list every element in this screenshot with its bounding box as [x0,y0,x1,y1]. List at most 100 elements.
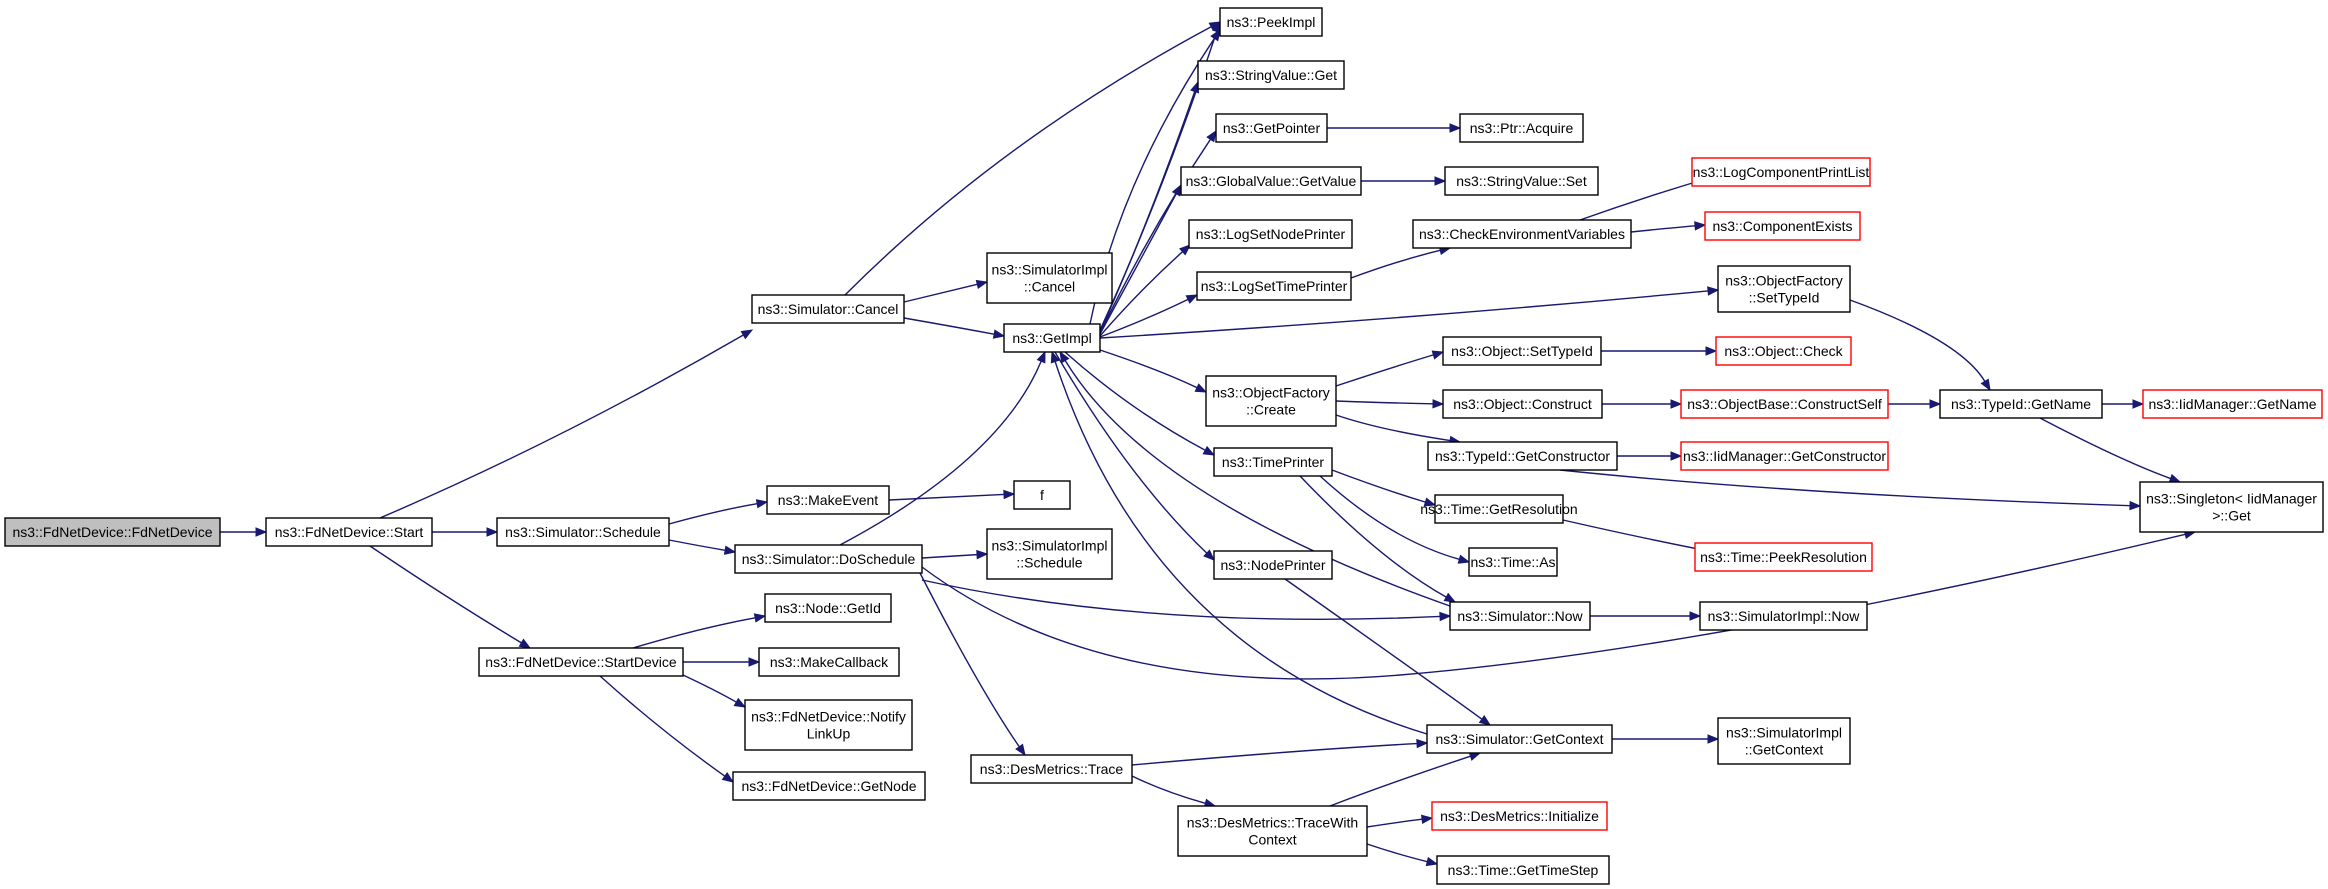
node-box [1717,265,1851,313]
node-label: ns3::Object::SetTypeId [1451,343,1593,359]
node-implnow[interactable]: ns3::SimulatorImpl::Now [1699,601,1868,631]
node-getnode[interactable]: ns3::FdNetDevice::GetNode [732,771,926,801]
node-box [1177,805,1368,857]
node-simnow[interactable]: ns3::Simulator::Now [1449,601,1591,631]
node-gettimestep[interactable]: ns3::Time::GetTimeStep [1436,855,1610,885]
node-getimpl[interactable]: ns3::GetImpl [1003,323,1101,353]
node-objbaseconst[interactable]: ns3::ObjectBase::ConstructSelf [1680,389,1889,419]
node-fdctor[interactable]: ns3::FdNetDevice::FdNetDevice [4,517,221,547]
node-logprint[interactable]: ns3::LogComponentPrintList [1691,157,1871,187]
edge-logtime-to-checkenv [1350,245,1452,279]
node-label: ns3::Simulator::Now [1457,608,1583,624]
edge-ofsettype-to-typegetname [1849,299,1991,392]
node-ptracq[interactable]: ns3::Ptr::Acquire [1459,113,1584,143]
node-box [744,699,913,751]
node-label: ns3::ObjectFactory [1725,273,1843,289]
node-box [1449,601,1591,631]
edge-simgetctx-to-implgetctx [1612,734,1720,744]
edge-getimpl-to-ofcreate [1099,349,1208,393]
node-gvget[interactable]: ns3::GlobalValue::GetValue [1180,166,1362,196]
node-lognode[interactable]: ns3::LogSetNodePrinter [1188,219,1353,249]
node-timegetres[interactable]: ns3::Time::GetResolution [1420,494,1578,524]
node-peekimpl[interactable]: ns3::PeekImpl [1219,7,1323,37]
node-label: ns3::IidManager::GetConstructor [1683,448,1886,464]
node-strset[interactable]: ns3::StringValue::Set [1444,166,1599,196]
node-label: ns3::NodePrinter [1220,557,1325,573]
edge-ofcreate-to-objconstruct [1335,399,1445,409]
node-startdev[interactable]: ns3::FdNetDevice::StartDevice [478,647,684,677]
node-implsched[interactable]: ns3::SimulatorImpl::Schedule [986,528,1113,580]
node-implcancel[interactable]: ns3::SimulatorImpl::Cancel [986,252,1113,304]
node-label: ::Cancel [1024,279,1075,295]
node-objcheck[interactable]: ns3::Object::Check [1715,336,1852,366]
edge-tracewith-to-simgetctx [1329,751,1482,807]
edge-gvget-to-strset [1361,176,1447,186]
node-box [1426,724,1613,754]
node-objsettype[interactable]: ns3::Object::SetTypeId [1442,336,1602,366]
edge-getptr-to-ptracq [1327,123,1462,133]
node-label: ns3::Simulator::GetContext [1435,731,1603,747]
node-label: f [1040,487,1044,503]
node-label: ns3::Object::Construct [1453,396,1592,412]
node-strget[interactable]: ns3::StringValue::Get [1197,60,1345,90]
node-box [1680,441,1889,471]
node-box [1205,375,1337,427]
node-desinit[interactable]: ns3::DesMetrics::Initialize [1431,801,1608,831]
node-label: ns3::SimulatorImpl::Now [1708,608,1861,624]
node-makeevent[interactable]: ns3::MakeEvent [766,485,890,515]
edge-typegetctor-to-singleton [1559,469,2142,511]
node-start[interactable]: ns3::FdNetDevice::Start [265,517,433,547]
node-label: ns3::SimulatorImpl [992,538,1108,554]
node-label: ns3::IidManager::GetName [2148,396,2316,412]
node-label: ns3::DesMetrics::Initialize [1440,808,1599,824]
node-objconstruct[interactable]: ns3::Object::Construct [1442,389,1603,419]
node-iidgetname[interactable]: ns3::IidManager::GetName [2142,389,2323,419]
edge-objconstruct-to-objbaseconst [1602,399,1683,409]
node-getptr[interactable]: ns3::GetPointer [1215,113,1328,143]
node-timepeekres[interactable]: ns3::Time::PeekResolution [1694,542,1873,572]
edge-simgetctx-to-getimpl [1050,350,1428,735]
node-label: ns3::TypeId::GetConstructor [1435,448,1610,464]
node-getid[interactable]: ns3::Node::GetId [764,593,892,623]
node-label: ::Create [1246,402,1296,418]
node-ofsettype[interactable]: ns3::ObjectFactory::SetTypeId [1717,265,1851,313]
edge-startdev-to-getnode [599,675,735,783]
node-dosched[interactable]: ns3::Simulator::DoSchedule [734,544,923,574]
node-sched[interactable]: ns3::Simulator::Schedule [496,517,670,547]
node-compexists[interactable]: ns3::ComponentExists [1704,211,1861,241]
node-logtime[interactable]: ns3::LogSetTimePrinter [1196,271,1352,301]
node-label: ns3::Ptr::Acquire [1470,120,1574,136]
node-ofcreate[interactable]: ns3::ObjectFactory::Create [1205,375,1337,427]
edge-objsettype-to-objcheck [1601,346,1718,356]
node-iidgetctor[interactable]: ns3::IidManager::GetConstructor [1680,441,1889,471]
edge-nodeprinter-to-simgetctx [1284,578,1492,726]
node-box [1715,336,1852,366]
node-label: ns3::GlobalValue::GetValue [1186,173,1357,189]
node-typegetname[interactable]: ns3::TypeId::GetName [1939,389,2103,419]
node-box [970,754,1133,784]
edge-timeprinter-to-simnow [1299,475,1457,603]
node-cancel[interactable]: ns3::Simulator::Cancel [751,294,905,324]
edge-getimpl-to-getptr [1099,129,1217,334]
node-implgetctx[interactable]: ns3::SimulatorImpl::GetContext [1717,717,1851,765]
node-box [986,252,1113,304]
node-typegetctor[interactable]: ns3::TypeId::GetConstructor [1427,441,1618,471]
node-nodeprinter[interactable]: ns3::NodePrinter [1213,550,1333,580]
node-destrace[interactable]: ns3::DesMetrics::Trace [970,754,1133,784]
node-timeas[interactable]: ns3::Time::As [1468,547,1558,577]
node-timeprinter[interactable]: ns3::TimePrinter [1213,447,1333,477]
node-box [1704,211,1861,241]
node-box [1180,166,1362,196]
node-label: ns3::Object::Check [1724,343,1843,359]
node-box [4,517,221,547]
node-f[interactable]: f [1013,480,1071,510]
node-checkenv[interactable]: ns3::CheckEnvironmentVariables [1412,219,1632,249]
node-simgetctx[interactable]: ns3::Simulator::GetContext [1426,724,1613,754]
edge-fdctor-to-start [220,527,268,537]
node-label: ns3::ComponentExists [1712,218,1852,234]
node-singleton[interactable]: ns3::Singleton< IidManager >::Get [2139,481,2324,533]
node-label: >::Get [2212,508,2251,524]
node-makecb[interactable]: ns3::MakeCallback [758,647,900,677]
